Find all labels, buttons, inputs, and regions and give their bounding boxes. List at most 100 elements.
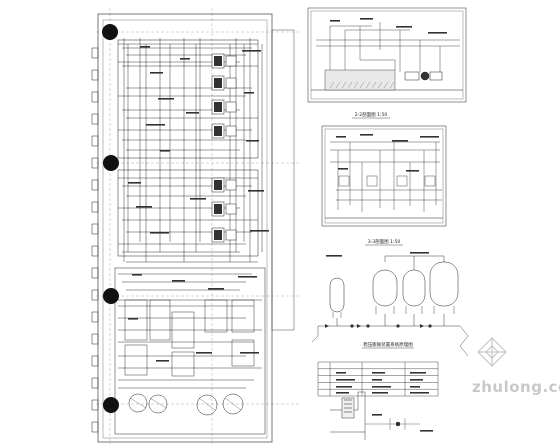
slab-hatch [347,81,353,89]
section-3-3-caption: 3-3剖面图 1:50 [368,238,401,245]
wall-stub [91,289,99,301]
annotation-mark [248,190,264,192]
legend-frame [317,361,439,397]
annotation-mark [180,58,190,60]
section-2-2-piping [316,22,460,89]
wall-stub [91,69,99,81]
plan-round-tanks [128,393,244,416]
annotation-mark [158,98,174,100]
pump-motor [225,229,237,241]
slab-hatch [371,81,377,89]
equipment-zone-middle [117,169,259,257]
tank-1 [128,393,148,413]
plan-pumps [211,53,237,243]
annotation-mark [410,386,420,388]
annotation-mark [406,170,419,172]
annotation-mark [420,430,433,432]
annotation-mark [186,112,199,114]
pump-fill [214,56,222,66]
pump-motor [225,179,237,191]
watermark-text: zhulong.com [472,378,560,396]
tank-4 [222,393,244,415]
expansion-vessel-2 [402,269,426,307]
plan-lower-equipment [124,299,255,377]
annotation-mark [336,386,352,388]
annotation-mark [172,280,185,282]
annotation-mark [250,230,269,232]
annotation-mark [336,392,349,394]
plan-wall-stubs [91,47,99,433]
slab-hatch [359,81,365,89]
wall-stub [91,399,99,411]
plan-grid-lines [96,8,300,444]
column-marker-2 [103,155,119,171]
annotation-mark [150,232,169,234]
annotation-mark [242,50,261,52]
expansion-system-diagram: 稳压膨胀装置系统原理图 [311,255,469,440]
equipment-zone-upper [117,39,259,159]
slab-hatch [353,81,359,89]
plan-inner-wall [102,19,268,439]
section-2-2-frame [307,7,467,103]
cad-annotations [128,18,447,432]
tank-3 [196,394,218,416]
annotation-mark [372,372,385,374]
pump-motor [225,55,237,67]
annotation-mark [372,392,388,394]
wall-stub [91,201,99,213]
column-marker-4 [103,397,119,413]
annotation-mark [238,276,257,278]
annotation-mark [330,20,340,22]
annotation-mark [336,379,355,381]
section-pump [424,175,436,187]
annotation-mark [338,168,348,170]
annotation-mark [410,252,429,254]
annotation-mark [128,182,141,184]
annotation-mark [372,379,382,381]
pump-fill [214,78,222,88]
plant-room-plan [91,8,300,444]
section-2-2-pump [404,71,443,81]
wall-stub [91,355,99,367]
legend-table [317,361,439,397]
annotation-mark [396,26,412,28]
slab-hatch [341,81,347,89]
plan-annex-wall [271,29,295,331]
expansion-valves [325,324,432,328]
wall-stub [91,377,99,389]
pump-fill [214,204,222,214]
wall-stub [91,333,99,345]
wall-stub [91,267,99,279]
wall-stub [91,47,99,59]
wall-stub [91,245,99,257]
expansion-vessel-small [329,277,345,313]
expansion-vessel-1 [372,269,398,307]
annotation-mark [410,379,423,381]
detail-heater-coil [330,391,420,440]
annotation-mark [244,92,254,94]
section-pump [338,175,350,187]
wall-stub [91,421,99,433]
wall-stub [91,113,99,125]
pump-motor [225,203,237,215]
pump-fill [214,230,222,240]
expansion-system-caption: 稳压膨胀装置系统原理图 [363,341,413,348]
annotation-mark [156,360,169,362]
zhulong-watermark: zhulong.com [472,337,560,396]
tank-2 [148,394,168,414]
annotation-mark [240,352,259,354]
column-marker-1 [102,24,118,40]
annotation-mark [136,206,152,208]
slab-hatch [335,81,341,89]
annotation-mark [420,136,439,138]
section-3-3: 3-3剖面图 1:50 [321,125,447,246]
column-markers [102,24,119,413]
annotation-mark [132,274,142,276]
section-pump [396,175,408,187]
annotation-mark [360,134,373,136]
annotation-mark [336,136,346,138]
plan-pipe-runs [118,43,262,389]
annotation-mark [410,372,426,374]
annotation-mark [326,255,342,257]
